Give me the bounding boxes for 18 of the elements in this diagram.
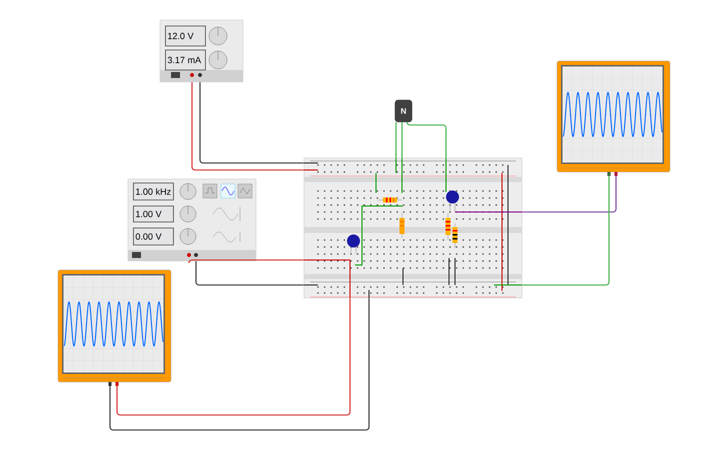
display: 1.00 kHz — [133, 182, 174, 200]
display: 3.17 mA — [165, 50, 206, 70]
breadboard-drawing — [304, 158, 522, 298]
wire — [195, 261, 304, 286]
wire — [401, 122, 403, 158]
display: 1.00 V — [133, 206, 174, 222]
wire — [109, 298, 370, 431]
display: 0.00 V — [133, 228, 174, 246]
wire — [116, 298, 351, 416]
transistor: N — [394, 100, 412, 122]
wire — [406, 121, 447, 158]
wire — [522, 172, 610, 286]
oscilloscope-drawing — [58, 270, 172, 386]
display: 12.0 V — [165, 26, 206, 46]
wire — [395, 122, 397, 158]
wire — [522, 172, 617, 213]
wire — [188, 259, 304, 264]
oscilloscope-drawing — [556, 60, 670, 176]
